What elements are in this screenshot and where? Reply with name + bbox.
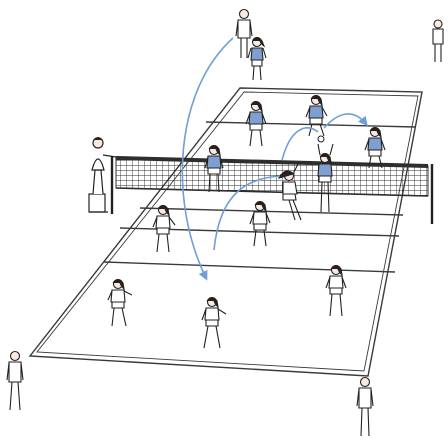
line-judges xyxy=(7,10,443,437)
trajectory-set xyxy=(282,128,318,160)
court-boundary xyxy=(30,88,422,376)
near-attack-line xyxy=(140,208,403,215)
line-judge-icon xyxy=(236,10,252,59)
line-judge-icon xyxy=(433,20,443,62)
player-blue xyxy=(365,128,385,169)
player-white xyxy=(202,298,226,349)
player-blue xyxy=(306,96,327,137)
near-back-zone-line xyxy=(104,262,395,272)
line-judge-icon xyxy=(7,352,23,411)
line-judge-icon xyxy=(357,378,373,437)
player-blue xyxy=(248,38,266,81)
player-blue xyxy=(246,102,266,147)
court xyxy=(30,88,422,376)
player-white xyxy=(108,280,132,327)
player-white xyxy=(326,266,346,317)
net xyxy=(116,156,428,196)
player-blue xyxy=(318,144,333,212)
volleyball-icon xyxy=(318,136,324,142)
player-white xyxy=(250,202,270,247)
